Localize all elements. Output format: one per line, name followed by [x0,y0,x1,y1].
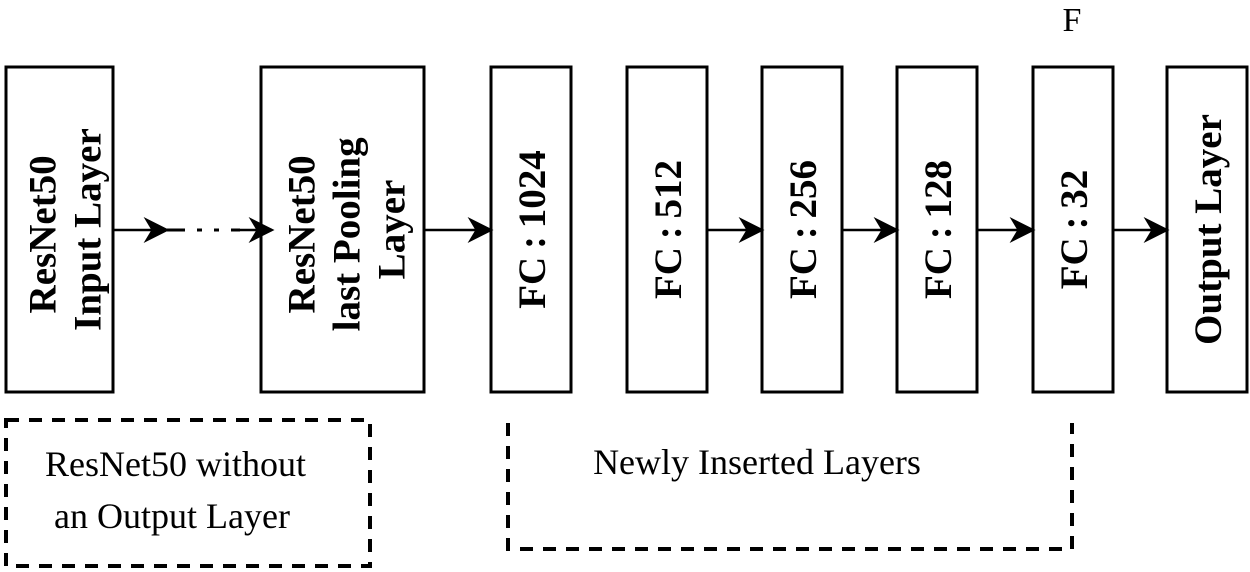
layer-output: Output Layer [1165,65,1249,394]
layer-fc-512: FC : 512 [625,65,709,394]
layer-output-box [1165,65,1249,394]
layer-input-line-1: ResNet50 [22,155,65,313]
layer-fc-1024-box [489,65,573,394]
layer-fc-512-label: FC : 512 [647,160,690,299]
layer-last-pooling-line-3: Layer [371,180,414,280]
layer-fc-128-label: FC : 128 [917,160,960,299]
layer-fc-1024: FC : 1024 [489,65,573,394]
layer-fc-128: FC : 128 [895,65,979,394]
layer-output-line-1: Output Layer [1187,114,1230,345]
layer-fc-256-line-1: FC : 256 [782,160,825,299]
group-newly-inserted: Newly Inserted Layers [506,423,1074,551]
layer-fc-32-box [1031,65,1115,394]
layer-input-line-2: Input Layer [67,128,110,331]
layer-fc-512-box [625,65,709,394]
layer-fc-256: FC : 256 [760,65,844,394]
layer-fc-256-label: FC : 256 [782,160,825,299]
layer-last-pooling: ResNet50 last Pooling Layer [259,65,426,394]
layer-fc-128-box [895,65,979,394]
layer-fc-128-line-1: FC : 128 [917,160,960,299]
layer-fc-32-label: FC : 32 [1053,170,1096,290]
group-resnet50-backbone-frame [4,418,372,568]
layer-input-box [4,65,115,394]
layer-fc-32: FC : 32 [1031,65,1115,394]
layer-input-label: ResNet50 Input Layer [22,128,110,331]
group-resnet50-backbone-line-2: an Output Layer [54,496,290,536]
layer-fc-512-line-1: FC : 512 [647,160,690,299]
group-resnet50-backbone-label: ResNet50 without an Output Layer [45,444,315,536]
layer-last-pooling-label: ResNet50 last Pooling Layer [281,128,414,332]
layer-last-pooling-line-1: ResNet50 [281,155,324,313]
layer-output-label: Output Layer [1187,114,1230,345]
layer-fc-1024-label: FC : 1024 [511,150,554,309]
group-resnet50-backbone-line-1: ResNet50 without [45,444,306,484]
layer-fc-1024-line-1: FC : 1024 [511,150,554,309]
corner-mark-label: F [1063,2,1082,39]
group-resnet50-backbone: ResNet50 without an Output Layer [4,418,372,568]
layer-fc-256-box [760,65,844,394]
layer-input: ResNet50 Input Layer [4,65,115,394]
layer-last-pooling-line-2: last Pooling [326,137,369,331]
group-newly-inserted-label: Newly Inserted Layers [593,442,921,482]
layer-fc-32-line-1: FC : 32 [1053,170,1096,290]
